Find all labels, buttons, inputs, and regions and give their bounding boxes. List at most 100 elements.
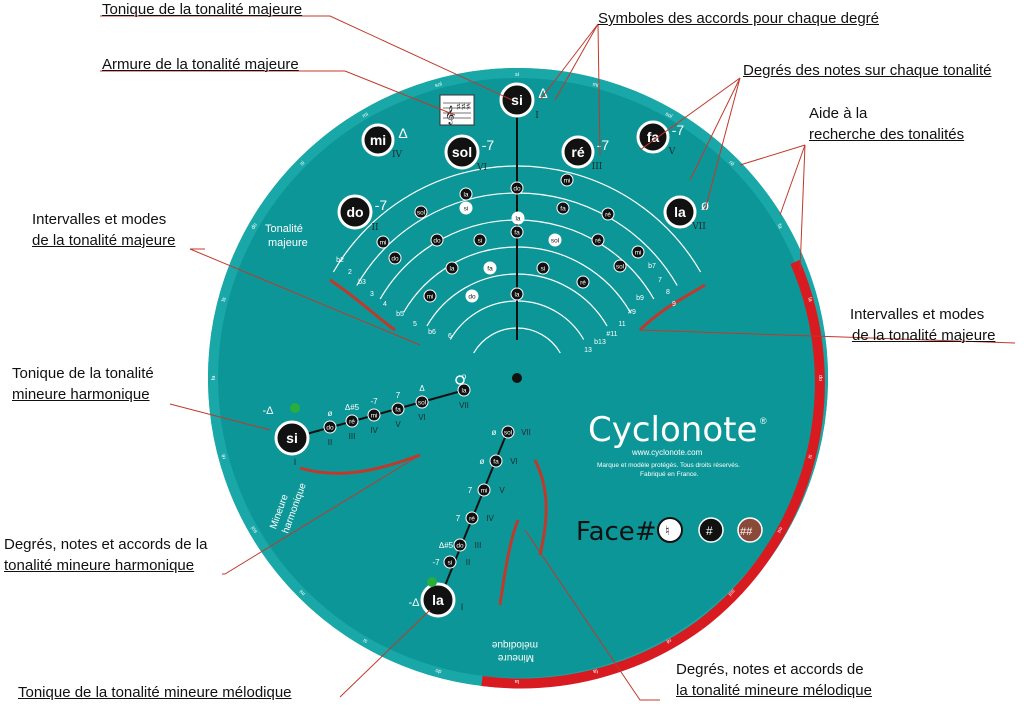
svg-text:Δ#5: Δ#5: [345, 403, 360, 412]
interval-label: 5: [413, 321, 417, 328]
svg-text:V: V: [395, 420, 401, 429]
degree-circle: [361, 123, 395, 157]
arc-note: mi: [631, 245, 645, 259]
svg-text:##: ##: [740, 526, 753, 538]
face-natural-button[interactable]: ♮: [657, 517, 683, 543]
arc-note: la: [511, 211, 525, 225]
callout-degres-mel-1: Degrés, notes et accords de: [676, 661, 864, 678]
callout-tonique-majeure: Tonique de la tonalité majeure: [102, 1, 303, 18]
rim-label: do: [250, 222, 258, 230]
svg-text:II: II: [466, 558, 470, 567]
rim-label: sol: [250, 525, 259, 534]
interval-label: 8: [666, 289, 670, 296]
degree-roman: VII: [691, 222, 706, 232]
svg-text:la: la: [449, 266, 454, 273]
svg-text:ø: ø: [480, 457, 485, 466]
svg-text:sol: sol: [551, 238, 560, 245]
major-degree[interactable]: fa-7V: [636, 120, 685, 157]
major-degree[interactable]: sol-7VI: [444, 134, 494, 173]
degree-chord: -7: [375, 197, 388, 213]
interval-label: #11: [606, 331, 617, 338]
svg-text:IV: IV: [370, 426, 378, 435]
svg-text:do: do: [326, 425, 334, 432]
arc-note: mi: [376, 235, 390, 249]
arc-note: fa: [510, 225, 524, 239]
interval-label: 2: [348, 269, 352, 276]
callout-aide-2: recherche des tonalités: [809, 126, 965, 143]
label-mineure-melodique-2: mélodique: [491, 639, 538, 650]
interval-label: b5: [396, 311, 404, 318]
rim-label: mi: [775, 525, 783, 533]
degree-note: si: [511, 92, 523, 108]
degree-note: mi: [370, 132, 386, 148]
rim-label: do: [817, 375, 823, 381]
svg-text:♮: ♮: [665, 523, 670, 538]
degree-circle: [499, 82, 535, 118]
callout-degres-mel-2: la tonalité mineure mélodique: [676, 682, 872, 699]
svg-text:si: si: [286, 430, 298, 446]
rim-label: si: [299, 160, 306, 167]
rim-label: si: [362, 637, 368, 644]
degree-note: la: [674, 204, 686, 220]
rim-label: si: [515, 72, 519, 78]
svg-text:VI: VI: [418, 413, 426, 422]
rim-label: sol: [727, 588, 736, 597]
interval-label: b6: [428, 329, 436, 336]
degree-circle: [636, 120, 670, 154]
sharp-icon: ♯♯♯: [456, 102, 471, 113]
rim-label: mi: [299, 588, 307, 596]
svg-text:IV: IV: [486, 514, 494, 523]
degree-chord: -7: [597, 137, 610, 153]
svg-text:VI: VI: [510, 457, 518, 466]
arc-note: mi: [423, 289, 437, 303]
svg-text:do: do: [468, 294, 476, 301]
callout-degres-harm-1: Degrés, notes et accords de la: [4, 536, 208, 553]
key-signature-card: 𝄞 ♯♯♯: [439, 94, 475, 126]
brand-logo: Cyclonote: [588, 410, 757, 450]
harmonic-tonic[interactable]: si-ΔI: [262, 405, 310, 467]
svg-text:I: I: [461, 602, 464, 612]
callout-tonique-mel: Tonique de la tonalité mineure mélodique: [18, 684, 292, 701]
callout-intervalles-left-2: de la tonalité majeure: [32, 232, 176, 249]
arc-note: fa: [556, 201, 570, 215]
degree-chord: ø: [701, 197, 710, 213]
registered-mark: ®: [760, 416, 767, 426]
arc-note: ré: [576, 275, 590, 289]
label-tonalite-majeure-1: Tonalité: [265, 223, 303, 235]
callout-intervalles-left-1: Intervalles et modes: [32, 211, 167, 228]
svg-text:7: 7: [468, 486, 473, 495]
arc-note: do: [465, 289, 479, 303]
major-degree[interactable]: do-7II: [337, 194, 388, 233]
callout-symboles-accords: Symboles des accords pour chaque degré: [598, 10, 880, 27]
rim-label: la: [514, 678, 519, 684]
face-sharp-button[interactable]: #: [698, 517, 724, 543]
harmonic-step: mi-7IV: [367, 397, 381, 435]
face-label: Face#: [576, 517, 657, 547]
svg-text:sol: sol: [417, 210, 426, 217]
svg-text:ré: ré: [580, 280, 586, 287]
svg-text:ø: ø: [328, 409, 333, 418]
rim-label: si: [806, 454, 813, 459]
callout-tonique-harm-1: Tonique de la tonalité: [12, 365, 154, 382]
arc-note: do: [430, 233, 444, 247]
degree-chord: Δ: [538, 85, 547, 101]
degree-circle: [561, 135, 595, 169]
label-mineure-melodique-1: Mineure: [497, 652, 534, 663]
face-double-sharp-button[interactable]: ##: [737, 517, 763, 543]
degree-roman: VI: [476, 163, 487, 173]
degree-chord: -7: [672, 122, 685, 138]
